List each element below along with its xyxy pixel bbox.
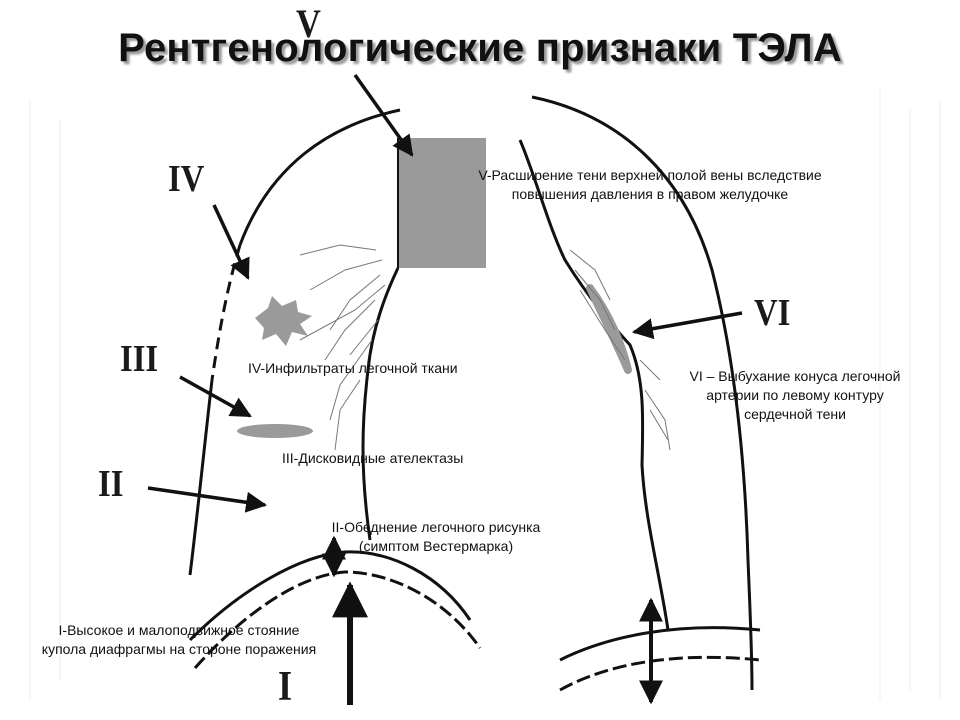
caption-vi-line: артерии по левому контуру — [706, 387, 884, 403]
marker-v: V — [296, 1, 321, 46]
superior-vena-cava-shadow — [398, 138, 486, 268]
caption-ii-line: II-Обеднение легочного рисунка — [331, 519, 541, 535]
lung-markings — [299, 244, 671, 451]
arrow-iii — [179, 375, 252, 418]
mediastinum-left-contour — [518, 139, 670, 631]
arrow-ii — [147, 486, 268, 513]
mediastinum-right-contour — [361, 267, 400, 541]
right-lung-outer-contour-dashed — [210, 244, 242, 381]
right-lung-lower-contour — [188, 379, 214, 576]
caption-i-line: I-Высокое и малоподвижное стояние — [58, 622, 300, 638]
marker-iv: IV — [168, 158, 205, 200]
caption-iv-line: IV-Инфильтраты легочной ткани — [248, 360, 458, 376]
caption-v-line: повышения давления в правом желудочке — [511, 186, 789, 202]
caption-v: V-Расширение тени верхней полой вены всл… — [430, 166, 870, 204]
marker-ii: II — [98, 463, 124, 505]
left-diaphragm-dome-inner — [559, 655, 761, 692]
caption-vi: VI – Выбухание конуса легочной артерии п… — [655, 367, 935, 424]
left-diaphragm-dome-outer — [559, 626, 761, 662]
caption-ii-line: (симптом Вестермарка) — [358, 538, 514, 554]
right-lung-outer-contour — [238, 108, 401, 246]
caption-iv: IV-Инфильтраты легочной ткани — [248, 359, 548, 378]
infiltrate-shape — [255, 296, 312, 346]
marker-iii: III — [120, 338, 159, 380]
caption-iii: III-Дисковидные ателектазы — [282, 449, 542, 468]
discoid-atelectasis — [237, 424, 313, 438]
caption-i: I-Высокое и малоподвижное стояние купола… — [4, 621, 354, 659]
arrow-vi — [631, 311, 743, 340]
caption-ii: II-Обеднение легочного рисунка (симптом … — [296, 518, 576, 556]
arrow-iv — [212, 204, 250, 280]
slide-title: Рентгенологические признаки ТЭЛА — [118, 26, 842, 70]
caption-vi-line: сердечной тени — [744, 406, 846, 422]
left-lung-outer-contour — [531, 95, 754, 691]
caption-v-line: V-Расширение тени верхней полой вены всл… — [478, 167, 822, 183]
caption-i-line: купола диафрагмы на стороне поражения — [41, 641, 317, 657]
marker-vi: VI — [754, 292, 791, 334]
pulmonary-artery-bulge — [586, 284, 632, 374]
arrow-v — [353, 73, 414, 157]
marker-i: I — [278, 664, 293, 710]
caption-vi-line: VI – Выбухание конуса легочной — [689, 368, 901, 384]
caption-iii-line: III-Дисковидные ателектазы — [282, 450, 464, 466]
background-texture — [29, 90, 941, 700]
